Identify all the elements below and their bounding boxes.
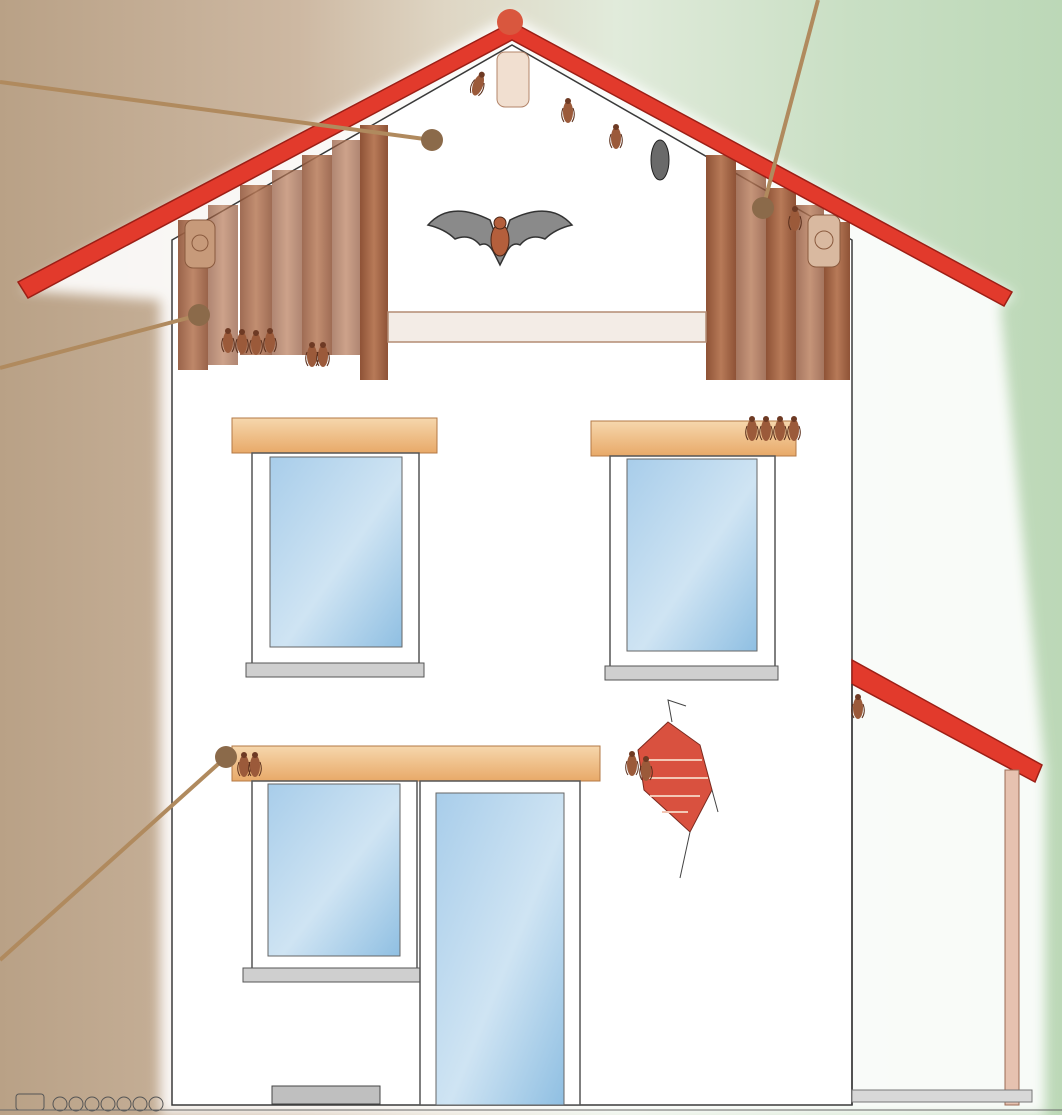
window-upper-right: [591, 421, 796, 680]
cellar-vent: [272, 1086, 380, 1104]
door: [420, 781, 580, 1105]
window-upper-left: [232, 418, 437, 677]
gable-beam: [388, 312, 706, 342]
ground-stones: [16, 1094, 163, 1111]
